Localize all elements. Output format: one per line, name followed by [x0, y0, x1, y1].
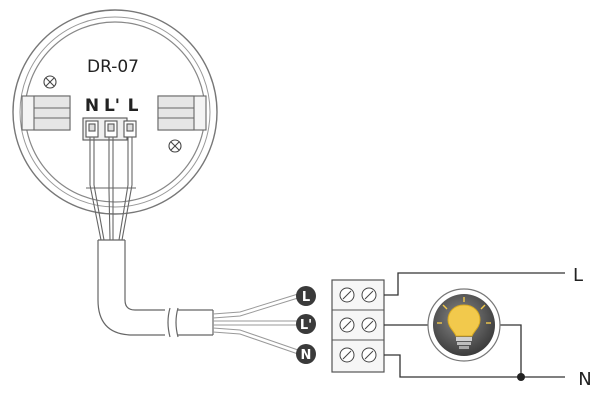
light-bulb-icon	[427, 288, 501, 362]
screw-icon	[361, 317, 377, 333]
screw-icon	[339, 287, 355, 303]
badge-l-prime: L'	[296, 314, 316, 334]
device-bracket-left	[21, 95, 71, 131]
fan-wires	[212, 293, 299, 355]
screw-icon	[168, 139, 182, 153]
device-bracket-right	[157, 95, 207, 131]
device-internal-wires	[89, 137, 133, 241]
screw-icon	[43, 75, 57, 89]
output-wires	[384, 272, 565, 378]
cable	[97, 239, 214, 338]
device-terminal-label-l: L	[128, 96, 139, 116]
badge-n: N	[296, 344, 316, 364]
screw-icon	[361, 287, 377, 303]
device-terminal-label-l-prime: L'	[104, 96, 120, 116]
junction-dot	[517, 373, 525, 381]
device-model-label: DR-07	[87, 57, 139, 77]
device-terminal-label-n: N	[85, 96, 99, 116]
badge-l: L	[296, 286, 316, 306]
screw-icon	[339, 317, 355, 333]
device-housing	[12, 9, 218, 215]
svg-text:L': L'	[300, 318, 312, 333]
screw-icon	[339, 347, 355, 363]
supply-line-label: L	[573, 265, 583, 286]
screw-icon	[361, 347, 377, 363]
svg-text:L: L	[302, 290, 310, 305]
svg-text:N: N	[301, 348, 312, 363]
device-terminal-block	[82, 117, 137, 141]
supply-neutral-label: N	[578, 369, 591, 390]
